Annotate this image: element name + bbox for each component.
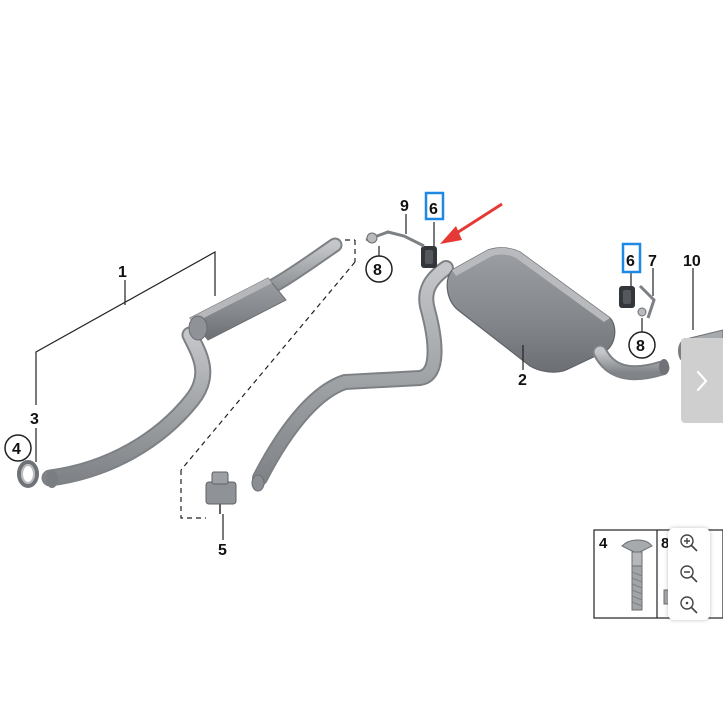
badge-ring-4 [4,434,32,462]
zoom-out-button[interactable] [668,559,710,590]
front-pipe-assembly [41,237,343,488]
rubber-mount-a [421,246,437,268]
inset-number-4: 4 [599,535,608,552]
callout-8-right: 8 [636,338,645,355]
section-lines [180,239,356,519]
chevron-right-icon [696,370,708,391]
callout-6-left: 6 [429,201,438,218]
rubber-mount-b [619,286,635,308]
zoom-in-icon [680,534,698,552]
callout-6-right: 6 [626,253,635,270]
highlight-box-6a [424,191,445,221]
callout-3: 3 [30,411,39,428]
callout-2: 2 [518,372,527,389]
middle-pipe [251,260,454,492]
zoom-controls [668,528,710,620]
callout-9: 9 [400,198,409,215]
zoom-out-icon [680,565,698,583]
clamp-ring [17,460,39,488]
bracket-9 [365,230,425,248]
callout-4: 4 [12,441,21,458]
bolt-illustration [621,539,653,611]
annotation-arrow [440,202,503,244]
bracket-7 [637,284,656,319]
leader-lines [35,214,694,540]
callout-10: 10 [683,253,701,270]
inset-number-8: 8 [661,535,669,552]
zoom-reset-button[interactable] [668,589,710,620]
pipe-clamp [205,471,237,514]
callout-8-left: 8 [373,262,382,279]
center-muffler [188,277,287,341]
badge-ring-8a [365,255,393,283]
badge-ring-8b [628,331,656,359]
callout-7: 7 [648,253,657,270]
rear-muffler [446,247,670,381]
callout-1: 1 [118,264,127,281]
next-image-button[interactable] [681,338,723,423]
zoom-reset-icon [680,595,698,614]
highlight-box-6b [621,242,642,274]
callout-5: 5 [218,542,227,559]
zoom-in-button[interactable] [668,528,710,559]
